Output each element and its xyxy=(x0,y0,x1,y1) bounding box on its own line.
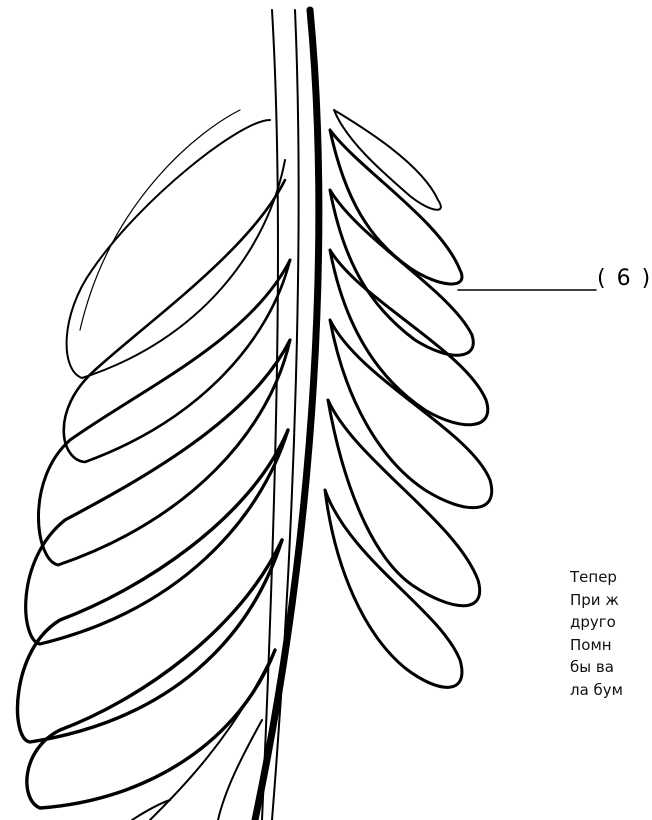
caption-line-1: Тепер xyxy=(570,566,652,589)
caption-line-3: друго xyxy=(570,611,652,634)
left-vane xyxy=(18,430,288,742)
caption-line-5: бы ва xyxy=(570,656,652,679)
caption-text: Тепер При ж друго Помн бы ва ла бум xyxy=(570,566,652,701)
left-vane-inner xyxy=(80,110,240,330)
left-vanes xyxy=(18,110,290,820)
feather-shaft-thick-line xyxy=(255,10,319,820)
caption-line-4: Помн xyxy=(570,634,652,657)
right-vanes xyxy=(325,110,492,687)
caption-line-2: При ж xyxy=(570,589,652,612)
right-vane xyxy=(330,190,473,355)
callout-label-6: ( 6 ) xyxy=(597,266,652,291)
right-vane xyxy=(328,400,480,606)
right-vane xyxy=(330,320,492,508)
left-vane-lower xyxy=(132,800,170,820)
caption-line-6: ла бум xyxy=(570,679,652,702)
left-vane xyxy=(27,540,282,808)
left-vane xyxy=(38,260,290,565)
right-vane xyxy=(325,490,462,687)
